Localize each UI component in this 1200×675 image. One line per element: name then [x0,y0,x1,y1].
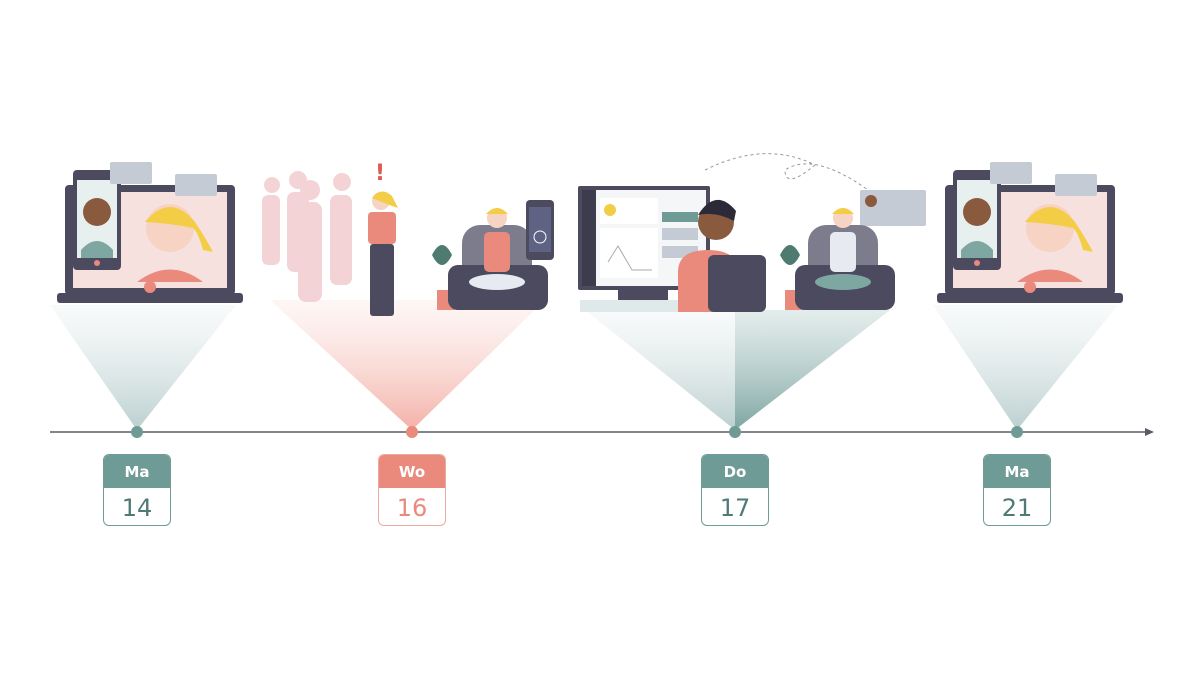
armchair-scene-2 [432,208,548,310]
cone-2b [412,300,545,430]
armchair-scene-3 [780,208,895,310]
calendar-event-4: Ma 21 [983,454,1051,526]
cone-2a [270,300,412,430]
calendar-event-3: Do 17 [701,454,769,526]
timeline-point-2 [406,426,418,438]
cone-4 [933,305,1118,430]
calendar-event-1: Ma 14 [103,454,171,526]
calendar-day: Ma [984,455,1050,488]
social-stress-scene: ! [262,161,554,316]
calendar-event-2: Wo 16 [378,454,446,526]
video-call-scene-4 [937,162,1123,303]
calendar-day: Wo [379,455,445,488]
clinician-dashboard-scene [578,153,926,312]
timeline-point-3 [729,426,741,438]
mood-app-phone [526,200,554,260]
timeline-arrow-icon [1145,428,1154,436]
calendar-day: Do [702,455,768,488]
cone-3a [585,310,735,430]
timeline-point-1 [131,426,143,438]
calendar-day: Ma [104,455,170,488]
calendar-date: 14 [121,493,153,522]
calendar-date: 16 [396,493,428,522]
timeline-point-4 [1011,426,1023,438]
cone-3b [735,310,890,430]
svg-text:!: ! [375,161,385,186]
cone-1 [50,305,236,430]
video-call-scene-1 [57,162,243,303]
calendar-date: 21 [1001,493,1033,522]
calendar-date: 17 [719,493,751,522]
